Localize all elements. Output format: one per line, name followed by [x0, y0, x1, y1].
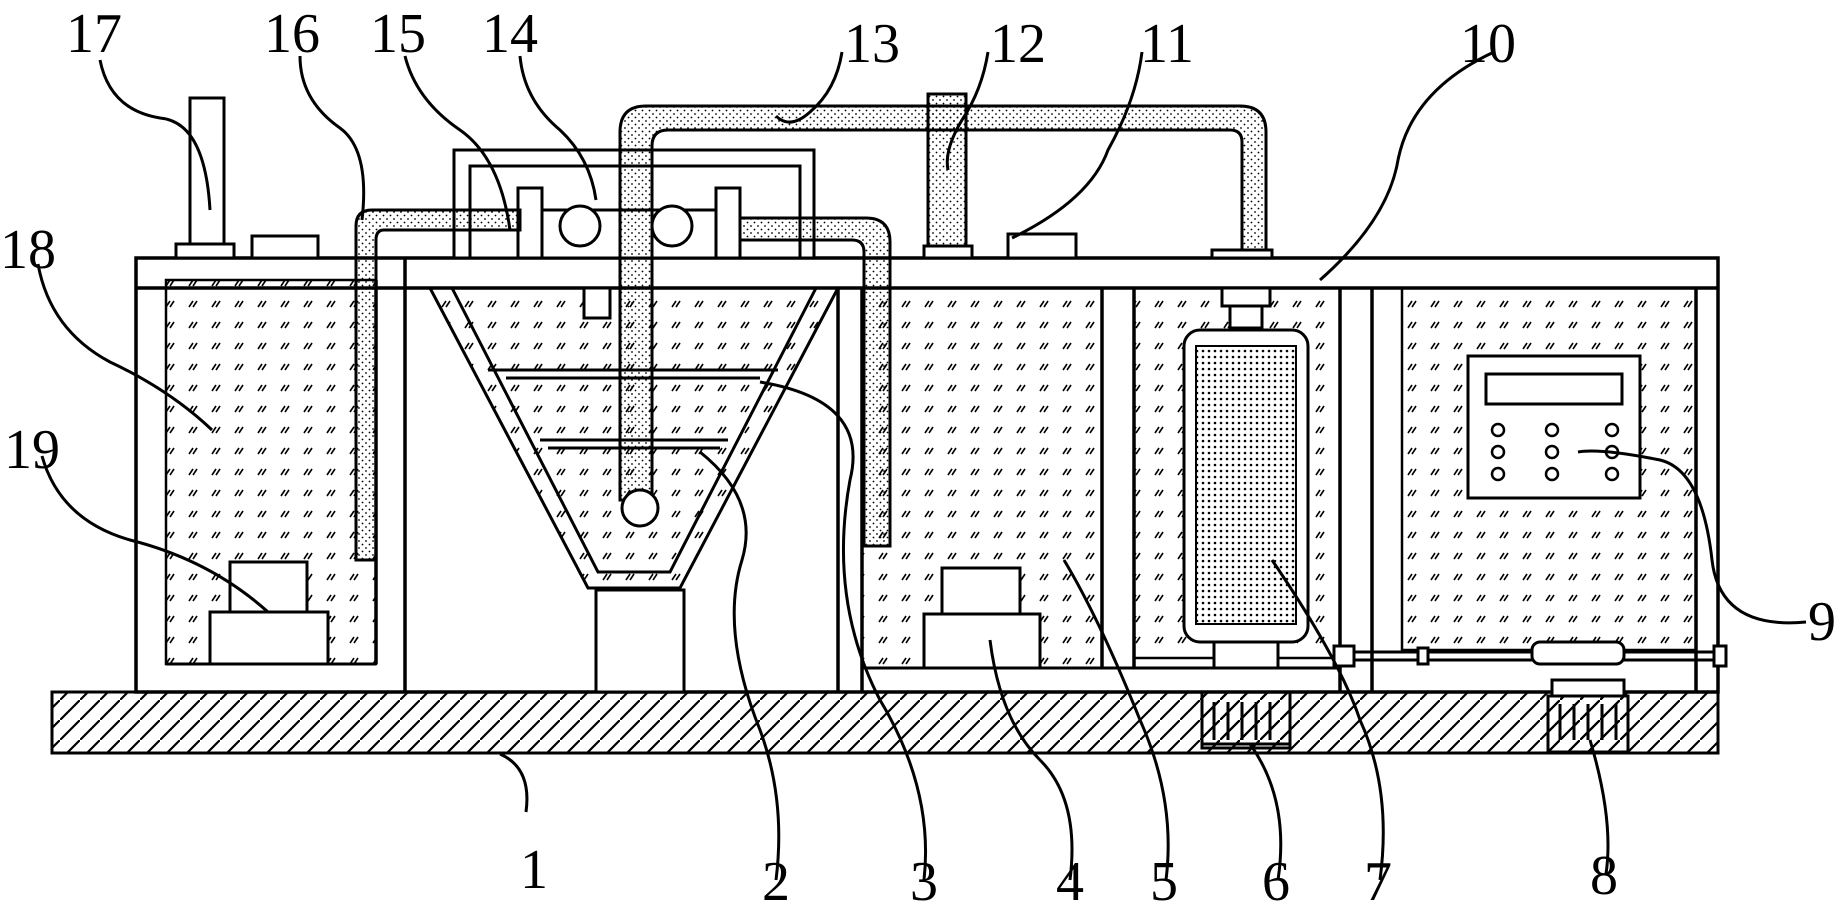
pipe-3-return: [738, 216, 892, 548]
left-inlet-cap: [250, 234, 320, 260]
filter-motor-fins: [1212, 702, 1272, 740]
pump-motor-top: [228, 560, 309, 614]
funnel-outlet-nozzle: [582, 286, 612, 320]
callout-4: 4: [1056, 851, 1084, 908]
pipe-16: [354, 208, 522, 562]
filter-cartridge: [1195, 345, 1297, 625]
pipe-13-outlet: [620, 488, 660, 528]
pump-post-right: [714, 186, 742, 260]
callout-12: 12: [990, 13, 1046, 75]
callout-1: 1: [520, 839, 548, 901]
callout-11: 11: [1140, 13, 1194, 75]
callout-6: 6: [1262, 851, 1290, 908]
callout-13: 13: [844, 13, 900, 75]
callout-17: 17: [66, 3, 122, 65]
pipe-flange-12: [922, 244, 974, 260]
control-display: [1484, 372, 1624, 406]
pump-post-left: [516, 186, 544, 260]
funnel-stand: [594, 588, 686, 694]
shaft-coupling-right: [1712, 644, 1728, 668]
callout-2: 2: [762, 851, 790, 908]
vent-pipe-base: [174, 242, 236, 260]
callout-10: 10: [1460, 13, 1516, 75]
callout-9: 9: [1808, 591, 1836, 653]
lead-screw-nut: [1530, 640, 1626, 666]
right-inlet-cap: [1006, 232, 1078, 260]
pump-motor-base: [208, 610, 330, 666]
vent-pipe: [188, 96, 226, 248]
stepper-mount: [1550, 678, 1626, 698]
callout-19: 19: [4, 419, 60, 481]
callout-3: 3: [910, 851, 938, 908]
stepper-fins: [1558, 704, 1618, 740]
filter-shaft-bottom: [1212, 640, 1280, 670]
pump-rotor-left: [558, 204, 602, 248]
callout-16: 16: [264, 3, 320, 65]
middle-motor-base: [922, 612, 1042, 670]
callout-14: 14: [482, 3, 538, 65]
base-plate: [50, 690, 1720, 755]
leader-lines: [36, 50, 1807, 881]
filter-motor: [1200, 690, 1292, 750]
shaft-coupling-mid: [1416, 646, 1430, 666]
pump-rotor-right: [650, 204, 694, 248]
pipe-13: [618, 104, 1268, 502]
filter-shaft-top: [1220, 286, 1272, 308]
callout-5: 5: [1150, 851, 1178, 908]
callout-18: 18: [0, 219, 56, 281]
shaft-coupling-left: [1332, 644, 1356, 668]
callout-7: 7: [1364, 851, 1392, 908]
callout-15: 15: [370, 3, 426, 65]
middle-motor-top: [940, 566, 1022, 616]
filter-shaft-collar: [1228, 304, 1264, 330]
callout-8: 8: [1590, 845, 1618, 907]
